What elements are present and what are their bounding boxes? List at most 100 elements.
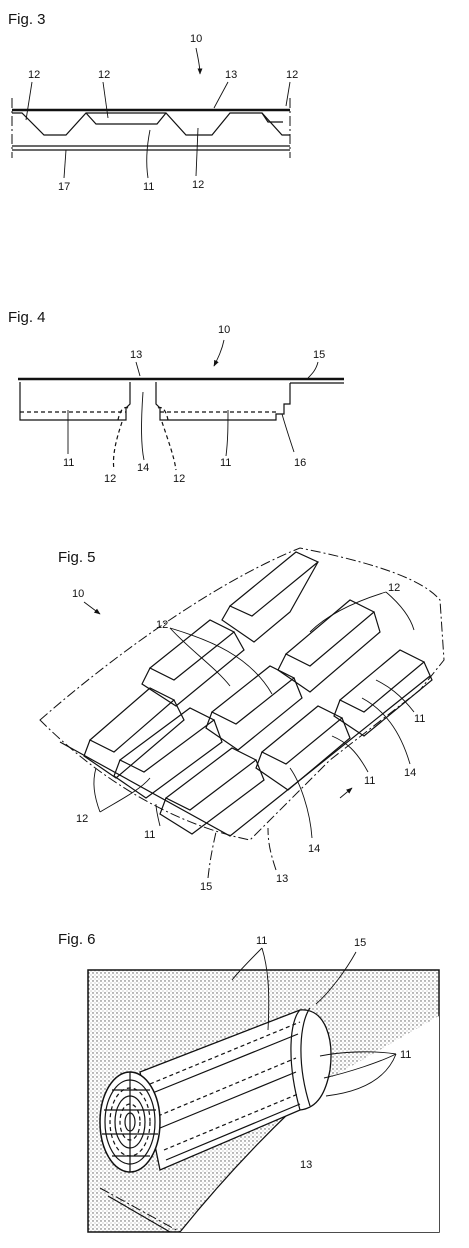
fig3-break-lines <box>11 98 291 158</box>
fig5-label-14b: 14 <box>308 843 320 855</box>
fig5-ridge-side-5 <box>205 677 303 751</box>
fig6-roll-band-2 <box>300 1007 311 1107</box>
fig6-sheet-lower-edge-2 <box>107 1195 171 1233</box>
fig5-ridge-top-3 <box>338 649 426 713</box>
fig6-leader-15 <box>315 951 357 1005</box>
figure-6: Fig. 6 <box>58 931 440 1233</box>
fig6-strip-6 <box>165 1103 301 1161</box>
fig3-profile <box>12 112 290 136</box>
fig3-label-12d: 12 <box>192 179 204 191</box>
fig4-block-right <box>155 382 291 421</box>
fig6-roll-body <box>139 1009 332 1171</box>
fig5-label-12c: 12 <box>76 813 88 825</box>
fig6-title: Fig. 6 <box>58 931 96 948</box>
fig4-leader-13 <box>135 361 141 377</box>
fig6-strip-3 <box>157 1057 297 1117</box>
fig5-ridge-top-1 <box>228 551 320 617</box>
fig6-label-11b: 11 <box>400 1049 411 1061</box>
fig5-ridge-top-2 <box>284 599 376 667</box>
fig6-label-11a: 11 <box>256 935 267 947</box>
fig4-label-12b: 12 <box>173 473 185 485</box>
fig6-leader-11a-2 <box>261 947 270 1031</box>
fig5-sheet-edge <box>59 675 431 837</box>
fig3-label-12c: 12 <box>286 69 298 81</box>
figure-5: Fig. 5 10 <box>39 547 445 893</box>
fig5-label-14a: 14 <box>404 767 416 779</box>
figure-4: Fig. 4 10 13 15 11 11 16 12 14 12 <box>8 309 344 485</box>
fig4-arrow-10 <box>213 339 225 367</box>
fig5-label-10: 10 <box>72 588 84 600</box>
fig4-label-14: 14 <box>137 462 149 474</box>
fig4-label-13: 13 <box>130 349 142 361</box>
fig4-label-12a: 12 <box>104 473 116 485</box>
fig5-label-13: 13 <box>276 873 288 885</box>
fig5-ridge-top-9 <box>164 747 258 811</box>
fig6-leader-11b-1 <box>319 1051 397 1057</box>
fig5-ridge-top-7 <box>88 687 176 753</box>
fig4-title: Fig. 4 <box>8 309 46 326</box>
fig6-label-13: 13 <box>300 1159 312 1171</box>
fig5-leader-11a <box>375 679 415 713</box>
fig6-sheet-area <box>180 1016 439 1232</box>
fig4-leader-16 <box>281 413 295 453</box>
fig4-leader-11b <box>225 409 229 457</box>
fig5-title: Fig. 5 <box>58 549 96 566</box>
fig3-leader-12a <box>25 81 33 121</box>
fig5-direction-arrow <box>339 787 353 799</box>
fig6-sheet-lower-edge <box>99 1187 181 1233</box>
fig5-label-11a: 11 <box>414 713 425 725</box>
fig5-label-11c: 11 <box>144 829 155 841</box>
fig5-leader-11c <box>155 803 161 827</box>
fig5-leader-12a-2 <box>385 591 415 631</box>
fig5-leader-12b-2 <box>169 627 231 687</box>
fig4-leaders-12 <box>112 421 177 471</box>
fig5-ridge-side-2 <box>277 611 381 693</box>
fig6-leader-11b-3 <box>325 1053 397 1097</box>
fig4-leader-14 <box>141 391 145 461</box>
fig3-label-13: 13 <box>225 69 237 81</box>
fig4-label-11b: 11 <box>220 457 231 469</box>
fig6-label-15: 15 <box>354 937 366 949</box>
fig3-label-12b: 12 <box>98 69 110 81</box>
fig3-leader-13 <box>213 81 229 109</box>
fig5-sheet-outline <box>39 547 445 841</box>
fig3-leader-12d <box>195 127 199 177</box>
fig5-leader-12b-1 <box>169 627 273 695</box>
fig4-label-15: 15 <box>313 349 325 361</box>
fig5-ridge-side-7 <box>83 699 185 779</box>
fig5-ridge-side-3 <box>333 661 433 737</box>
fig5-arrow-10 <box>83 601 101 615</box>
fig5-leader-12c-1 <box>93 767 101 813</box>
fig5-leader-11b <box>331 735 369 773</box>
fig4-block-left <box>19 382 131 421</box>
fig3-trapezoid-2 <box>261 112 283 123</box>
fig4-label-16: 16 <box>294 457 306 469</box>
fig3-leader-12c <box>285 81 291 107</box>
fig5-leader-12a-1 <box>309 591 387 633</box>
fig3-trapezoid-1 <box>85 112 167 125</box>
fig6-strip-4 <box>159 1071 297 1129</box>
fig3-label-17: 17 <box>58 181 70 193</box>
fig5-label-12a: 12 <box>388 582 400 594</box>
fig5-ridge-side-4 <box>141 631 245 707</box>
fig5-ridges <box>83 551 433 835</box>
fig6-strip-2 <box>149 1033 299 1095</box>
fig5-ridge-side-6 <box>255 717 351 791</box>
figure-3: Fig. 3 10 12 12 13 12 17 11 12 <box>8 11 298 193</box>
fig6-strip-1 <box>149 1021 301 1085</box>
fig5-label-11b: 11 <box>364 775 375 787</box>
fig4-label-11a: 11 <box>63 457 74 469</box>
fig5-ridge-side-9 <box>159 759 265 835</box>
fig4-label-10: 10 <box>218 324 230 336</box>
fig3-leader-17 <box>63 149 67 179</box>
fig5-ridge-side-1 <box>221 561 319 643</box>
fig5-leader-15 <box>207 831 217 879</box>
fig6-leader-11b-2 <box>323 1053 397 1079</box>
fig3-arrow-10 <box>195 47 203 75</box>
fig6-roll-end <box>99 1071 161 1173</box>
fig6-strip-5 <box>163 1093 299 1151</box>
fig3-label-12a: 12 <box>28 69 40 81</box>
fig5-leader-13 <box>267 827 277 871</box>
fig3-leader-11 <box>146 129 151 179</box>
